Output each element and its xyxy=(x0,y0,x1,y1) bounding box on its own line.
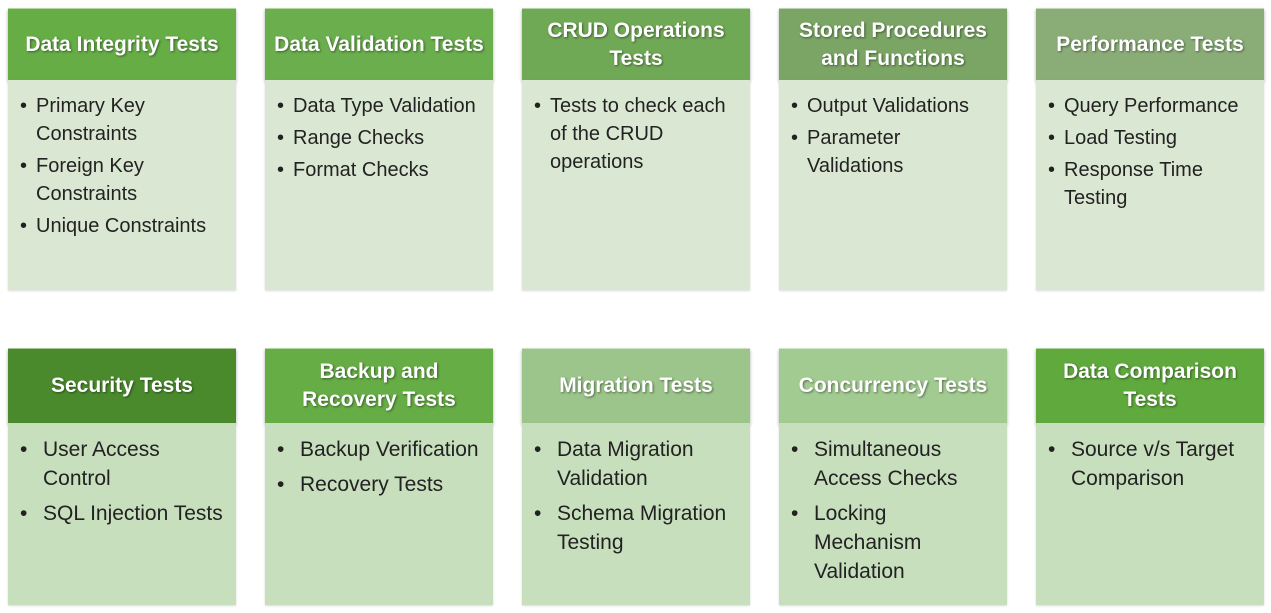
bullet-item: SQL Injection Tests xyxy=(20,499,228,528)
bullet-list: Data Migration ValidationSchema Migratio… xyxy=(534,435,742,557)
card-body: Data Type ValidationRange ChecksFormat C… xyxy=(265,80,493,290)
bullet-list: Output ValidationsParameter Validations xyxy=(791,92,999,180)
bullet-list: Data Type ValidationRange ChecksFormat C… xyxy=(277,92,485,184)
card-header: Stored Procedures and Functions xyxy=(779,8,1007,80)
card-body: Backup VerificationRecovery Tests xyxy=(265,423,493,605)
card-body: Tests to check each of the CRUD operatio… xyxy=(522,80,750,290)
bullet-item: Backup Verification xyxy=(277,435,485,464)
bullet-item: Simultaneous Access Checks xyxy=(791,435,999,493)
bullet-item: Range Checks xyxy=(277,124,485,152)
card-body: Source v/s Target Comparison xyxy=(1036,423,1264,605)
card-header: Data Comparison Tests xyxy=(1036,348,1264,423)
bullet-item: Parameter Validations xyxy=(791,124,999,180)
card-data-integrity-tests: Data Integrity TestsPrimary Key Constrai… xyxy=(8,8,236,290)
bullet-item: Format Checks xyxy=(277,156,485,184)
bullet-list: Backup VerificationRecovery Tests xyxy=(277,435,485,499)
card-body: Primary Key ConstraintsForeign Key Const… xyxy=(8,80,236,290)
card-header: Performance Tests xyxy=(1036,8,1264,80)
card-body: Output ValidationsParameter Validations xyxy=(779,80,1007,290)
bullet-list: Simultaneous Access ChecksLocking Mechan… xyxy=(791,435,999,586)
bullet-item: Schema Migration Testing xyxy=(534,499,742,557)
bullet-item: Query Performance xyxy=(1048,92,1256,120)
card-header: Backup and Recovery Tests xyxy=(265,348,493,423)
card-header: Data Validation Tests xyxy=(265,8,493,80)
bullet-item: Foreign Key Constraints xyxy=(20,152,228,208)
card-header: Concurrency Tests xyxy=(779,348,1007,423)
card-migration-tests: Migration TestsData Migration Validation… xyxy=(522,348,750,605)
bullet-item: Tests to check each of the CRUD operatio… xyxy=(534,92,742,176)
card-body: Data Migration ValidationSchema Migratio… xyxy=(522,423,750,605)
card-header: Migration Tests xyxy=(522,348,750,423)
bullet-list: Query PerformanceLoad TestingResponse Ti… xyxy=(1048,92,1256,212)
bullet-item: Unique Constraints xyxy=(20,212,228,240)
bullet-list: User Access ControlSQL Injection Tests xyxy=(20,435,228,528)
bullet-list: Primary Key ConstraintsForeign Key Const… xyxy=(20,92,228,240)
bullet-item: Data Type Validation xyxy=(277,92,485,120)
bullet-item: Data Migration Validation xyxy=(534,435,742,493)
card-header: CRUD Operations Tests xyxy=(522,8,750,80)
bullet-item: Load Testing xyxy=(1048,124,1256,152)
card-body: Simultaneous Access ChecksLocking Mechan… xyxy=(779,423,1007,605)
card-header: Security Tests xyxy=(8,348,236,423)
bullet-list: Source v/s Target Comparison xyxy=(1048,435,1256,493)
bullet-list: Tests to check each of the CRUD operatio… xyxy=(534,92,742,176)
card-stored-procedures-and-functions: Stored Procedures and FunctionsOutput Va… xyxy=(779,8,1007,290)
card-body: Query PerformanceLoad TestingResponse Ti… xyxy=(1036,80,1264,290)
card-data-validation-tests: Data Validation TestsData Type Validatio… xyxy=(265,8,493,290)
bullet-item: Recovery Tests xyxy=(277,470,485,499)
card-concurrency-tests: Concurrency TestsSimultaneous Access Che… xyxy=(779,348,1007,605)
bullet-item: Source v/s Target Comparison xyxy=(1048,435,1256,493)
card-crud-operations-tests: CRUD Operations TestsTests to check each… xyxy=(522,8,750,290)
bullet-item: Primary Key Constraints xyxy=(20,92,228,148)
card-performance-tests: Performance TestsQuery PerformanceLoad T… xyxy=(1036,8,1264,290)
card-body: User Access ControlSQL Injection Tests xyxy=(8,423,236,605)
bullet-item: Response Time Testing xyxy=(1048,156,1256,212)
card-header: Data Integrity Tests xyxy=(8,8,236,80)
card-data-comparison-tests: Data Comparison TestsSource v/s Target C… xyxy=(1036,348,1264,605)
bullet-item: Locking Mechanism Validation xyxy=(791,499,999,586)
bullet-item: Output Validations xyxy=(791,92,999,120)
bullet-item: User Access Control xyxy=(20,435,228,493)
card-security-tests: Security TestsUser Access ControlSQL Inj… xyxy=(8,348,236,605)
